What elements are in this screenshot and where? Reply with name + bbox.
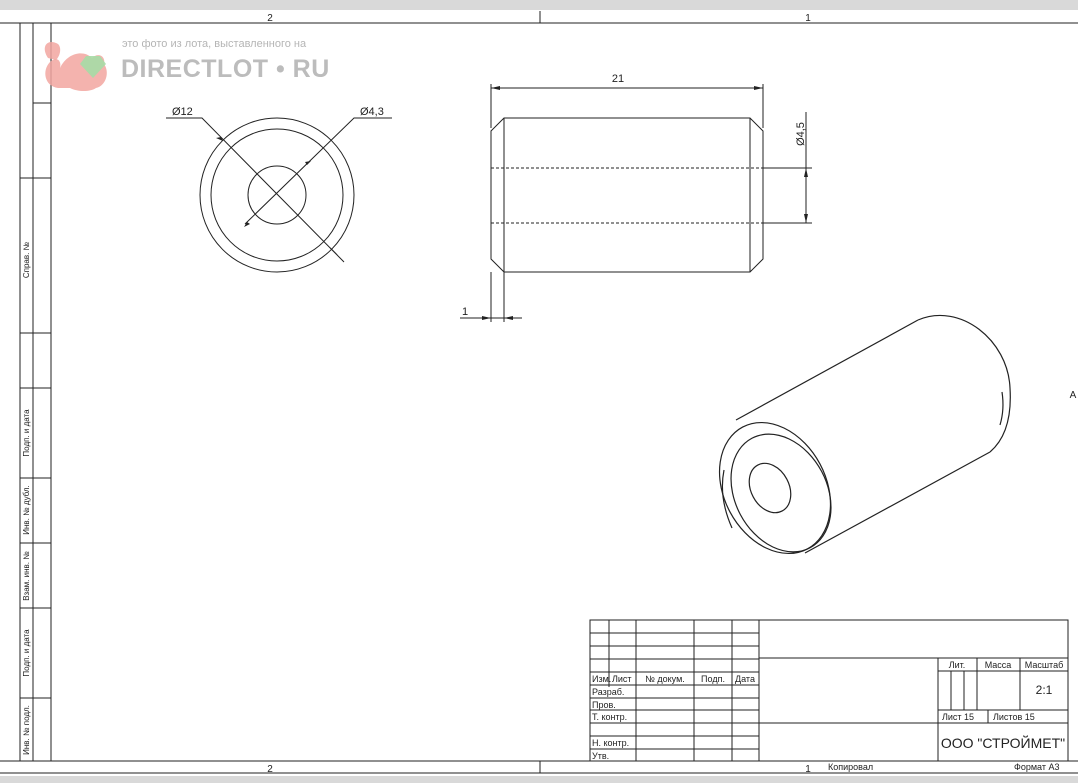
tb-sheets: Листов 15 [993, 712, 1035, 722]
tb-t-kontr: Т. контр. [592, 712, 627, 722]
label-podp-data-1: Подп. и дата [22, 409, 31, 457]
label-inv-dubl: Инв. № дубл. [22, 485, 31, 535]
leader-inner-diameter [244, 117, 392, 225]
dim-length: 21 [612, 73, 624, 85]
front-view-arrows [216, 137, 338, 255]
label-vzam-inv: Взам. инв. № [22, 551, 31, 601]
tb-lit: Лит. [949, 660, 966, 670]
dim-outer-diameter: Ø12 [172, 106, 193, 118]
tb-format: Формат А3 [1014, 762, 1059, 772]
watermark-caption: это фото из лота, выставленного на [122, 38, 307, 50]
tb-n-kontr: Н. контр. [592, 738, 629, 748]
tb-sheet: Лист 15 [942, 712, 974, 722]
zone-bottom-right: 1 [805, 764, 811, 775]
label-inv-podl: Инв. № подл. [22, 705, 31, 755]
tb-company: ООО "СТРОЙМЕТ" [941, 734, 1065, 751]
tb-podp: Подп. [701, 674, 725, 684]
dim-chamfer: 1 [462, 306, 468, 318]
isometric-view [718, 314, 1011, 555]
leader-outer-diameter [166, 117, 345, 263]
side-view [460, 84, 812, 322]
tb-izm: Изм. [592, 674, 611, 684]
watermark-brand: DIRECTLOT • RU [121, 55, 330, 83]
side-view-arrows [482, 86, 808, 320]
squirrel-logo-icon [44, 41, 107, 91]
tb-masshtab: Масштаб [1025, 660, 1064, 670]
zone-right-side: А [1070, 390, 1077, 401]
paper [0, 10, 1078, 776]
tb-data: Дата [735, 674, 755, 684]
title-block [589, 619, 1069, 762]
label-sprav-no: Справ. № [22, 241, 31, 278]
watermark: это фото из лота, выставленного на DIREC… [44, 38, 330, 91]
zone-top-left: 2 [267, 13, 273, 24]
tb-list: Лист [612, 674, 632, 684]
label-podp-data-2: Подп. и дата [22, 629, 31, 677]
tb-utv: Утв. [592, 751, 609, 761]
tb-prov: Пров. [592, 700, 616, 710]
tb-kopiroval: Копировал [828, 762, 873, 772]
tb-no-dokum: № докум. [645, 674, 685, 684]
dim-inner-diameter: Ø4,3 [360, 106, 384, 118]
front-view [166, 117, 392, 273]
tb-massa: Масса [985, 660, 1012, 670]
tb-scale-value: 2:1 [1036, 683, 1053, 697]
sheet-frame [0, 11, 1078, 774]
tb-razrab: Разраб. [592, 687, 624, 697]
dim-bore-diameter: Ø4,5 [795, 122, 807, 146]
zone-bottom-left: 2 [267, 764, 273, 775]
zone-top-right: 1 [805, 13, 811, 24]
